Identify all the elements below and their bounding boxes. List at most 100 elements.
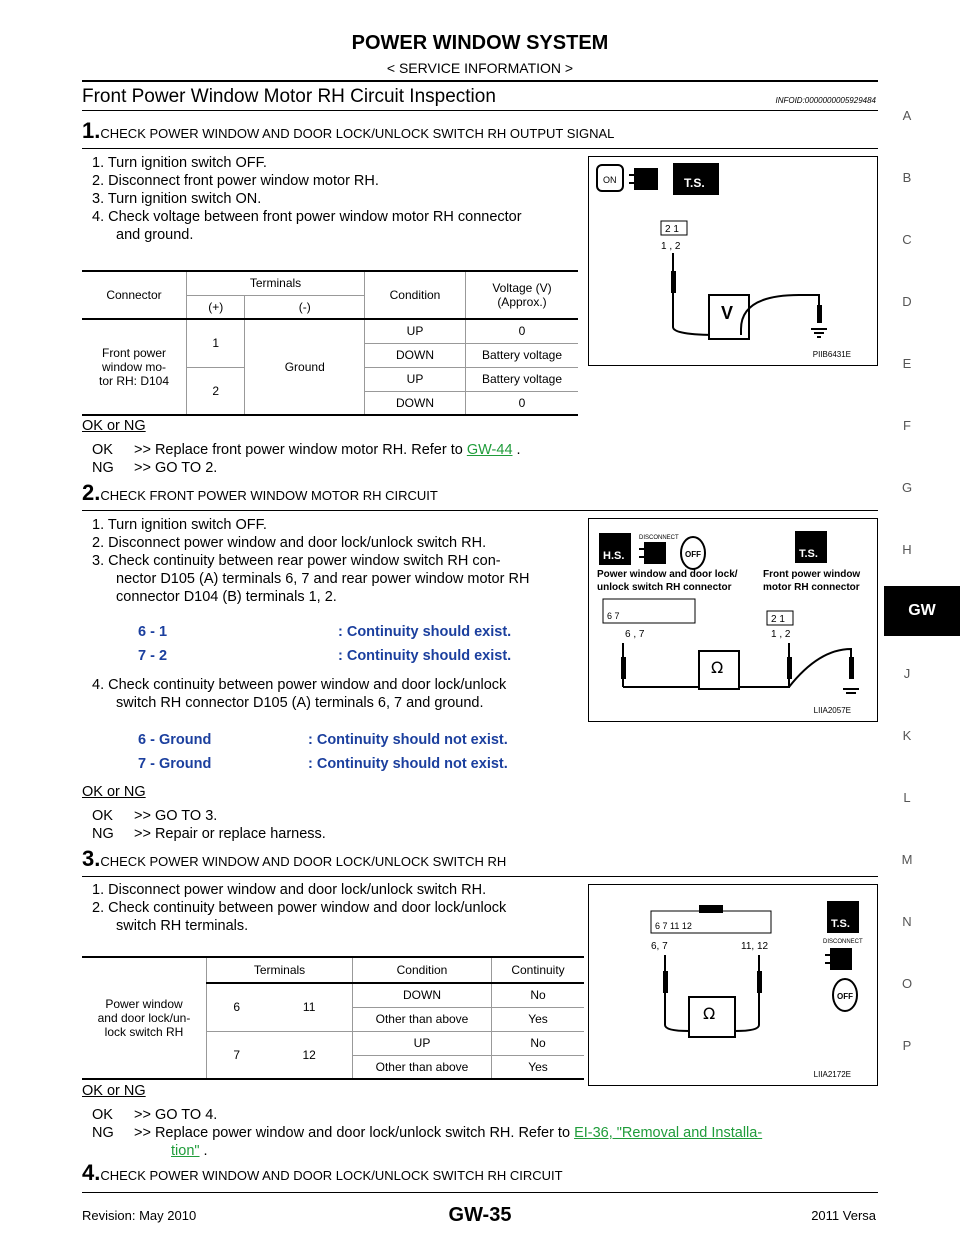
col-header-continuity: Continuity — [491, 957, 584, 984]
instruction: 1. Disconnect power window and door lock… — [92, 882, 487, 898]
tester-icon — [795, 531, 827, 563]
connector-latch — [699, 905, 723, 913]
tester-icon — [673, 163, 719, 195]
step-1-ok-line: OK>> Replace front power window motor RH… — [92, 442, 521, 458]
step-4-title: CHECK POWER WINDOW AND DOOR LOCK/UNLOCK … — [100, 1168, 563, 1183]
step-2-ng-line: NG>> Repair or replace harness. — [92, 826, 326, 842]
instruction: 3. Check continuity between rear power w… — [92, 553, 501, 569]
step-1-instructions: 1. Turn ignition switch OFF. 2. Disconne… — [92, 154, 522, 244]
connector-icon — [639, 542, 666, 564]
index-letter[interactable]: B — [902, 170, 912, 185]
header-rule — [82, 80, 878, 82]
index-letter[interactable]: F — [903, 418, 911, 433]
terminal-label: 1 , 2 — [661, 241, 681, 252]
col-header-condition: Condition — [352, 957, 492, 984]
step-3-heading: 3.CHECK POWER WINDOW AND DOOR LOCK/UNLOC… — [82, 846, 506, 872]
terminal-cell: 2 — [185, 367, 245, 415]
ohmmeter-icon: Ω — [711, 658, 723, 677]
instruction: 1. Turn ignition switch OFF. — [92, 155, 267, 171]
condition-cell: DOWN — [364, 343, 466, 368]
continuity-cell: Yes — [491, 1055, 584, 1079]
tester-icon: T.S. — [831, 918, 850, 930]
index-letter[interactable]: O — [901, 976, 913, 991]
col-header-plus: (+) — [185, 295, 245, 319]
connector-a-label: unlock switch RH connector — [597, 582, 732, 593]
step-1-heading: 1.CHECK POWER WINDOW AND DOOR LOCK/UNLOC… — [82, 118, 614, 144]
ohmmeter-icon — [688, 996, 736, 1038]
condition-cell: UP — [364, 319, 466, 344]
col-header-condition: Condition — [364, 271, 466, 319]
index-letter[interactable]: D — [902, 294, 912, 309]
figure-switch-check: 6 7 11 12 6, 7 11, 12 Ω T.S. DISCONNECT … — [588, 884, 878, 1086]
voltage-cell: Battery voltage — [465, 367, 578, 392]
index-letter[interactable]: L — [903, 790, 911, 805]
ei-36-link[interactable]: EI-36, "Removal and Installa- — [574, 1125, 763, 1141]
gw-44-link[interactable]: GW-44 — [466, 442, 513, 458]
ei-36-link-cont[interactable]: tion" — [171, 1143, 200, 1159]
tester-icon: T.S. — [684, 176, 705, 190]
voltage-table: Connector Terminals Condition Voltage (V… — [82, 270, 578, 416]
index-letter[interactable]: P — [902, 1038, 912, 1053]
step-1-number: 1. — [82, 118, 101, 143]
tester-icon: T.S. — [799, 548, 818, 560]
instruction: 1. Turn ignition switch OFF. — [92, 517, 267, 533]
index-tab-active[interactable]: GW — [884, 586, 960, 636]
ignition-off-icon — [680, 536, 706, 570]
continuity-cell: No — [491, 1031, 584, 1056]
section-rule — [82, 110, 878, 111]
index-letter[interactable]: G — [901, 480, 913, 495]
disconnect-label: DISCONNECT — [823, 939, 863, 945]
index-letter[interactable]: K — [902, 728, 912, 743]
section-title: Front Power Window Motor RH Circuit Insp… — [82, 86, 496, 107]
ignition-off-icon — [832, 978, 858, 1012]
connector-pin-label: 6 7 — [607, 611, 620, 621]
step-3-ok-ng: OK or NG — [82, 1083, 146, 1099]
condition-cell: DOWN — [364, 391, 466, 415]
index-letter[interactable]: A — [902, 108, 912, 123]
step-2-instructions: 1. Turn ignition switch OFF. 2. Disconne… — [92, 516, 578, 606]
terminal-cell: 12 — [302, 1047, 316, 1062]
continuity-list-1: 6 - 1: Continuity should exist. 7 - 2: C… — [138, 624, 512, 664]
step-1-ng-line: NG>> GO TO 2. — [92, 460, 218, 476]
step-4-number: 4. — [82, 1160, 101, 1185]
index-letter[interactable]: N — [902, 914, 912, 929]
probe — [663, 971, 668, 993]
connector-pin-label: 2 1 — [771, 614, 785, 625]
index-letter[interactable]: E — [902, 356, 912, 371]
probe — [817, 305, 822, 323]
probe-wire — [739, 643, 790, 688]
step-2-ok-line: OK>> GO TO 3. — [92, 808, 218, 824]
index-letter[interactable]: J — [903, 666, 911, 681]
figure-continuity-check-svg: H.S. DISCONNECT OFF T.S. Power window an… — [597, 531, 860, 694]
ohmmeter-icon — [698, 650, 740, 690]
probe — [757, 971, 762, 993]
index-letter[interactable]: M — [901, 852, 913, 867]
index-letter[interactable]: H — [902, 542, 912, 557]
figure-caption: PIIB6431E — [812, 350, 851, 359]
condition-cell: UP — [364, 367, 466, 392]
step-2-instruction-4: 4. Check continuity between power window… — [92, 677, 507, 711]
terminal-cell: 6 — [206, 983, 267, 1032]
connector-b-label: motor RH connector — [763, 582, 860, 593]
connector-d104-icon — [766, 610, 794, 626]
connector-pin-label: 6 7 11 12 — [655, 921, 692, 931]
figure-voltage-check: ON T.S. 2 1 1 , 2 V PIIB6431E — [588, 156, 878, 366]
probe — [671, 271, 676, 293]
info-id: INFOID:0000000005929484 — [775, 96, 876, 105]
instruction: 4. Check voltage between front power win… — [92, 209, 522, 225]
harness-icon — [599, 533, 631, 565]
terminal-label: 6 , 7 — [625, 629, 645, 640]
instruction: 3. Turn ignition switch ON. — [92, 191, 262, 207]
terminal-cell: 7 — [206, 1031, 267, 1079]
probe — [621, 657, 626, 679]
connector-icon — [825, 948, 852, 970]
revision-date: Revision: May 2010 — [82, 1208, 197, 1223]
figure-switch-check-svg: 6 7 11 12 6, 7 11, 12 Ω T.S. DISCONNECT … — [650, 901, 863, 1038]
page-header-title: POWER WINDOW SYSTEM — [351, 32, 609, 54]
connector-b-label: Front power window — [763, 569, 860, 580]
index-letter[interactable]: C — [902, 232, 912, 247]
figure-voltage-check-svg: ON T.S. 2 1 1 , 2 V — [596, 163, 827, 340]
